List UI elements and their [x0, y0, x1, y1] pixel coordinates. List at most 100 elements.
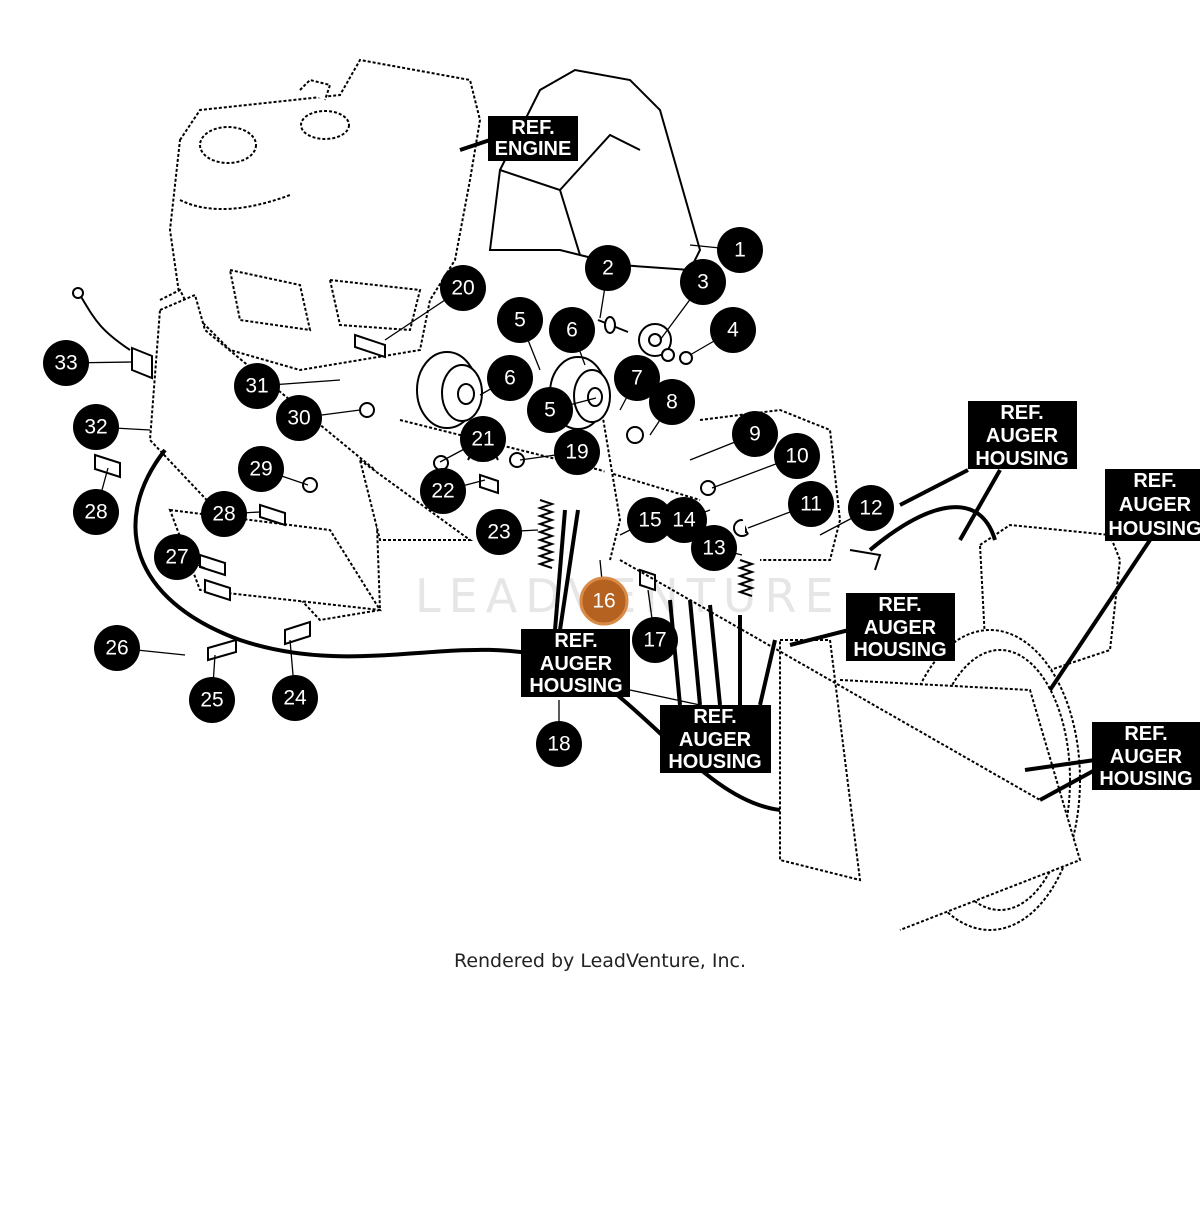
ref-engine-line2: ENGINE	[495, 138, 572, 160]
small-pulley	[638, 323, 672, 357]
svg-text:20: 20	[451, 277, 474, 300]
svg-text:17: 17	[643, 629, 666, 652]
ref-auger-line2: AUGER	[1119, 494, 1192, 516]
ref-auger-line2: AUGER	[986, 425, 1059, 447]
render-credit: Rendered by LeadVenture, Inc.	[453, 950, 747, 972]
svg-text:25: 25	[200, 689, 223, 712]
ground-terminal	[72, 287, 84, 299]
callout-14[interactable]: 14	[661, 497, 707, 543]
svg-text:12: 12	[859, 497, 882, 520]
callout-8[interactable]: 8	[649, 379, 695, 425]
callout-5-second[interactable]: 5	[527, 387, 573, 433]
callout-19[interactable]: 19	[554, 429, 600, 475]
svg-text:26: 26	[105, 637, 128, 660]
svg-text:10: 10	[785, 445, 808, 468]
callout-17[interactable]: 17	[632, 617, 678, 663]
engine-outline	[159, 58, 482, 372]
svg-text:11: 11	[800, 493, 822, 516]
svg-text:13: 13	[702, 537, 725, 560]
svg-text:5: 5	[544, 399, 556, 422]
control-cable-right	[868, 505, 997, 552]
callout-28[interactable]: 28	[73, 489, 119, 535]
svg-text:6: 6	[504, 367, 516, 390]
callout-20[interactable]: 20	[440, 265, 486, 311]
ref-auger-housing-label-bottom-right: REF. AUGER HOUSING	[1092, 722, 1200, 790]
ref-auger-line2: AUGER	[540, 653, 613, 675]
callout-33[interactable]: 33	[43, 340, 89, 386]
ref-auger-line3: HOUSING	[1108, 518, 1200, 540]
callout-15[interactable]: 15	[627, 497, 673, 543]
callout-11[interactable]: 11	[788, 481, 834, 527]
ref-auger-line1: REF.	[554, 630, 597, 652]
svg-text:21: 21	[471, 428, 494, 451]
ref-auger-line3: HOUSING	[668, 751, 761, 773]
ref-auger-housing-label-top: REF. AUGER HOUSING	[968, 401, 1077, 470]
callout-12[interactable]: 12	[848, 485, 894, 531]
ref-engine-line1: REF.	[511, 117, 554, 139]
callout-23[interactable]: 23	[476, 509, 522, 555]
callout-27[interactable]: 27	[154, 534, 200, 580]
svg-text:27: 27	[165, 546, 188, 569]
ref-auger-line3: HOUSING	[529, 675, 622, 697]
callout-28-second[interactable]: 28	[201, 491, 247, 537]
callout-30[interactable]: 30	[276, 395, 322, 441]
ref-auger-line1: REF.	[1000, 402, 1043, 424]
callout-21[interactable]: 21	[460, 416, 506, 462]
ref-engine-label: REF. ENGINE	[488, 116, 578, 161]
callout-9[interactable]: 9	[732, 411, 778, 457]
callout-31[interactable]: 31	[234, 363, 280, 409]
callout-25[interactable]: 25	[189, 677, 235, 723]
callout-7[interactable]: 7	[614, 355, 660, 401]
callout-6-second[interactable]: 6	[487, 355, 533, 401]
svg-text:28: 28	[212, 503, 235, 526]
callout-6[interactable]: 6	[549, 307, 595, 353]
svg-text:8: 8	[666, 391, 678, 414]
callout-3[interactable]: 3	[680, 259, 726, 305]
svg-text:29: 29	[249, 458, 272, 481]
svg-text:22: 22	[431, 480, 454, 503]
svg-text:32: 32	[84, 416, 107, 439]
callout-16-selected[interactable]: 16	[579, 576, 629, 626]
callouts: 1 2 3 4 5 6 7 8 9 10 11 12 13 14 15 16 1…	[43, 227, 894, 767]
callout-29[interactable]: 29	[238, 446, 284, 492]
ref-auger-line1: REF.	[1124, 723, 1167, 745]
ref-auger-line1: REF.	[693, 706, 736, 728]
watermark: LEADVENTURE	[415, 569, 842, 623]
callout-18[interactable]: 18	[536, 721, 582, 767]
svg-text:7: 7	[631, 367, 643, 390]
ref-auger-housing-label-far-right: REF. AUGER HOUSING	[1105, 469, 1200, 541]
callout-24[interactable]: 24	[272, 675, 318, 721]
svg-text:5: 5	[514, 309, 526, 332]
ref-auger-line3: HOUSING	[1099, 768, 1192, 790]
svg-text:15: 15	[638, 509, 661, 532]
callout-32[interactable]: 32	[73, 404, 119, 450]
belt-guard	[488, 68, 702, 272]
svg-text:18: 18	[547, 733, 570, 756]
svg-text:3: 3	[697, 271, 709, 294]
svg-text:28: 28	[84, 501, 107, 524]
callout-5[interactable]: 5	[497, 297, 543, 343]
ref-leaders	[459, 138, 1152, 802]
idler-pulley-left	[416, 351, 483, 429]
callout-4[interactable]: 4	[710, 307, 756, 353]
svg-text:2: 2	[602, 257, 614, 280]
svg-text:1: 1	[734, 239, 746, 262]
callout-26[interactable]: 26	[94, 625, 140, 671]
auger-housing	[619, 408, 1122, 931]
ref-auger-housing-label-bottom: REF. AUGER HOUSING	[660, 705, 771, 773]
ref-auger-housing-label-center: REF. AUGER HOUSING	[521, 629, 630, 697]
ref-auger-line3: HOUSING	[853, 639, 946, 661]
callout-13[interactable]: 13	[691, 525, 737, 571]
callout-2[interactable]: 2	[585, 245, 631, 291]
svg-text:33: 33	[54, 352, 77, 375]
callout-22[interactable]: 22	[420, 468, 466, 514]
ref-auger-line2: AUGER	[864, 617, 937, 639]
callout-1[interactable]: 1	[717, 227, 763, 273]
ref-auger-line2: AUGER	[1110, 746, 1183, 768]
callout-10[interactable]: 10	[774, 433, 820, 479]
svg-text:6: 6	[566, 319, 578, 342]
svg-text:31: 31	[245, 375, 268, 398]
ref-auger-line1: REF.	[1133, 470, 1176, 492]
